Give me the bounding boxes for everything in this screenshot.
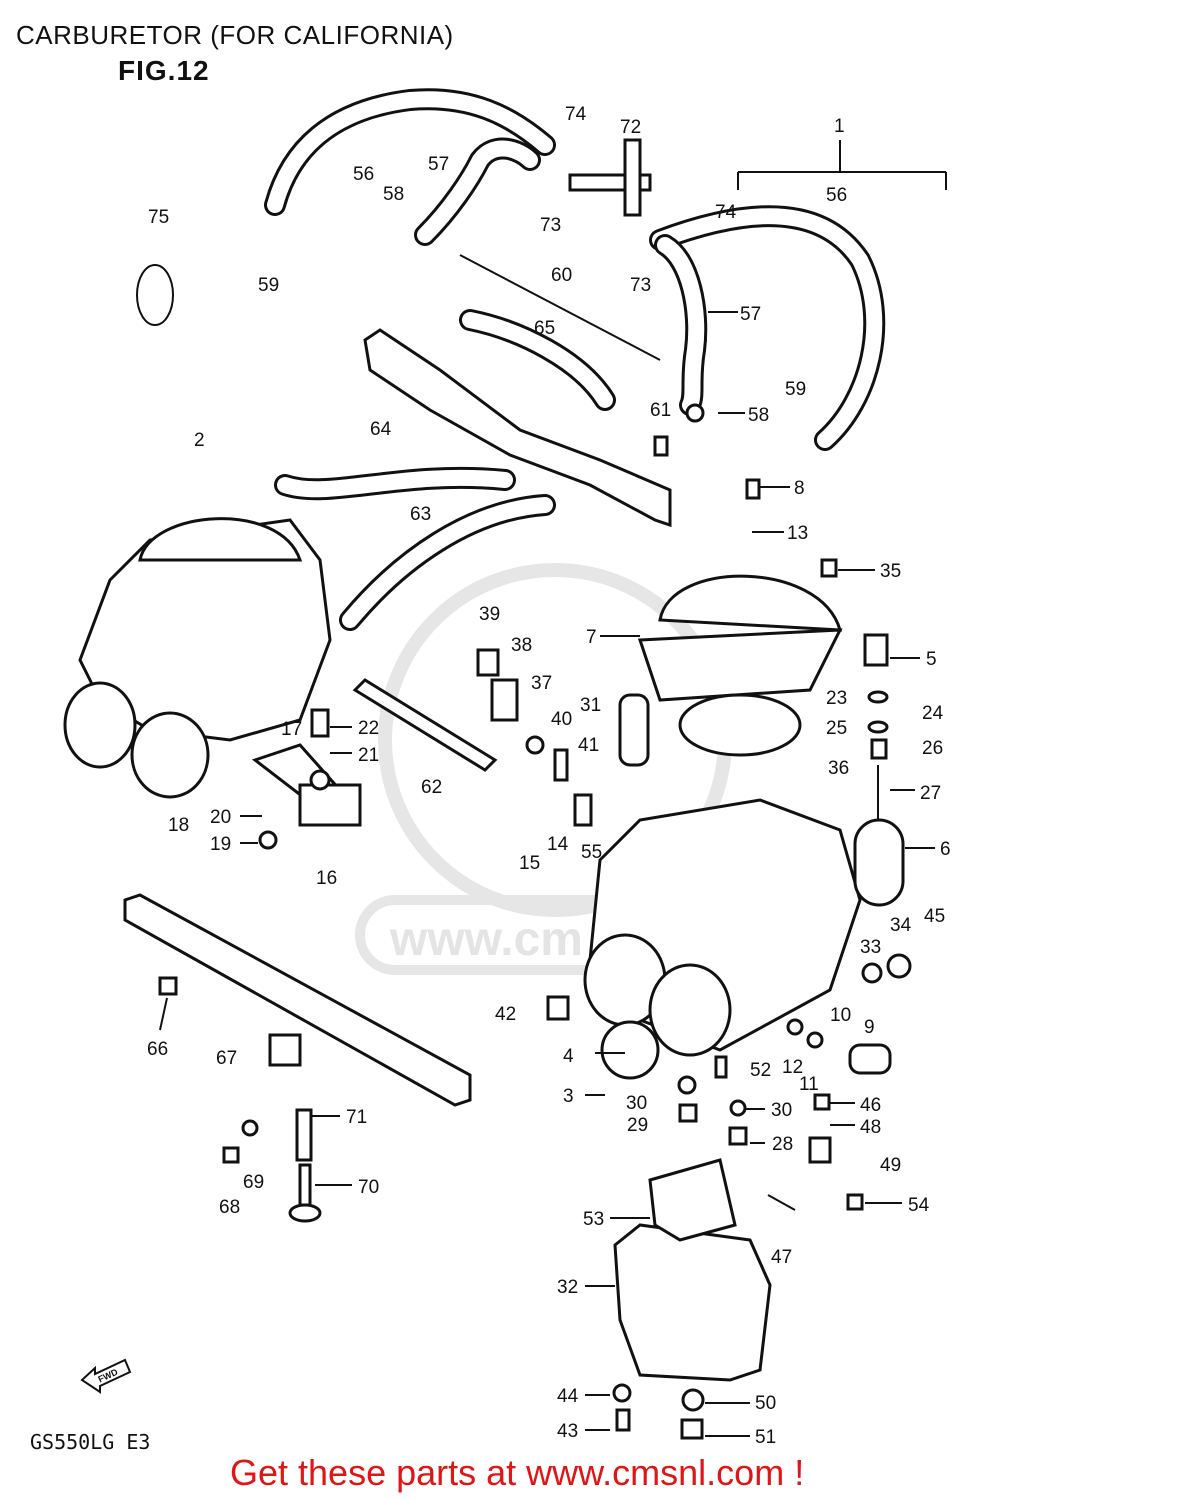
callout-label: 73: [540, 215, 561, 236]
callout-label: 52: [750, 1060, 771, 1081]
callout-label: 16: [316, 868, 337, 889]
callout-label: 34: [890, 915, 912, 936]
callout-label: 65: [534, 318, 555, 339]
callout-label: 29: [627, 1115, 648, 1136]
callout-label: 57: [428, 154, 449, 175]
carb-bracket: [363, 254, 672, 528]
callout-label: 68: [219, 1197, 240, 1218]
callout-label: 75: [148, 207, 169, 228]
callout-label: 67: [216, 1048, 237, 1069]
figure-label: FIG.12: [118, 55, 210, 86]
callout-label: 58: [383, 184, 404, 205]
callout-label: 33: [860, 937, 881, 958]
callout-label: 27: [920, 783, 941, 804]
callout-label: 43: [557, 1421, 578, 1442]
callout-label: 69: [243, 1172, 264, 1193]
fwd-arrow-icon: FWD: [80, 1358, 132, 1394]
callout-label: 46: [860, 1095, 881, 1116]
callout-label: 7: [586, 627, 597, 648]
callout-label: 40: [551, 709, 572, 730]
callout-label: 17: [281, 719, 302, 740]
callout-label: 61: [650, 400, 671, 421]
callout-label: 38: [511, 635, 532, 656]
callout-label: 71: [346, 1107, 367, 1128]
small-parts: [158, 403, 912, 1440]
callout-label: 53: [583, 1209, 604, 1230]
callout-label: 35: [880, 561, 901, 582]
callout-label: 5: [926, 649, 937, 670]
callout-label: 14: [547, 834, 569, 855]
callout-label: 10: [830, 1005, 851, 1026]
callout-label: 6: [940, 839, 951, 860]
callout-label: 48: [860, 1117, 881, 1138]
callout-label: 56: [353, 164, 374, 185]
callout-label: 22: [358, 718, 379, 739]
callout-label: 9: [864, 1017, 875, 1038]
callout-label: 11: [799, 1074, 819, 1095]
callout-label: 64: [370, 419, 392, 440]
page-title: CARBURETOR (FOR CALIFORNIA): [16, 20, 454, 50]
tube-62: [352, 678, 498, 772]
carburetor-right: [583, 574, 905, 1057]
callout-label: 54: [908, 1195, 930, 1216]
callout-label: 60: [551, 265, 572, 286]
callout-label: 8: [794, 478, 805, 499]
svg-text:www.cm: www.cm: [389, 913, 583, 966]
callout-label: 47: [771, 1247, 792, 1268]
callout-label: 42: [495, 1004, 516, 1025]
callout-label: 56: [826, 185, 847, 206]
callout-label: 3: [563, 1086, 574, 1107]
carburetor-left: [63, 517, 362, 827]
callout-label: 51: [755, 1427, 776, 1448]
callout-label: 50: [755, 1393, 776, 1414]
callout-label: 45: [924, 906, 945, 927]
callout-label: 32: [557, 1277, 578, 1298]
callout-label: 19: [210, 834, 231, 855]
callout-label: 20: [210, 807, 231, 828]
callout-label: 39: [479, 604, 500, 625]
callout-label: 25: [826, 718, 847, 739]
callout-label: 24: [922, 703, 944, 724]
callout-label: 59: [258, 275, 279, 296]
callout-label: 30: [626, 1093, 647, 1114]
callout-label: 59: [785, 379, 806, 400]
hose-set-upper: [136, 88, 886, 631]
callout-label: 49: [880, 1155, 901, 1176]
callout-label: 31: [580, 695, 601, 716]
callout-label: 2: [194, 430, 205, 451]
callout-label: 18: [168, 815, 189, 836]
model-code: GS550LG E3: [30, 1430, 151, 1454]
callout-label: 41: [578, 735, 599, 756]
callout-label: 63: [410, 504, 431, 525]
callout-label: 4: [563, 1046, 574, 1067]
callout-label: 55: [581, 842, 602, 863]
callout-label: 72: [620, 117, 641, 138]
lower-rail: [123, 893, 472, 1107]
callout-label: 66: [147, 1039, 168, 1060]
callout-label: 58: [748, 405, 769, 426]
callout-label: 57: [740, 304, 761, 325]
leader-lines: [159, 140, 947, 1437]
callout-label: 13: [787, 523, 808, 544]
callout-label: 21: [358, 745, 379, 766]
callout-label: 70: [358, 1177, 379, 1198]
callout-label: 26: [922, 738, 943, 759]
callout-label: 74: [715, 202, 737, 223]
callout-label: 1: [834, 116, 845, 137]
callout-label: 37: [531, 673, 552, 694]
callout-label: 28: [772, 1134, 793, 1155]
callout-label: 30: [771, 1100, 792, 1121]
float-chamber: [613, 1158, 772, 1382]
callout-labels: 1 56 57 58 59 72 73 73 74 74 75 56 57 58…: [147, 104, 951, 1448]
parts-store-link[interactable]: Get these parts at www.cmsnl.com !: [230, 1452, 805, 1493]
callout-label: 62: [421, 777, 442, 798]
callout-label: 44: [557, 1386, 579, 1407]
callout-label: 74: [565, 104, 587, 125]
callout-label: 15: [519, 853, 540, 874]
callout-label: 12: [782, 1057, 803, 1078]
callout-label: 73: [630, 275, 651, 296]
callout-label: 23: [826, 688, 847, 709]
callout-label: 36: [828, 758, 849, 779]
